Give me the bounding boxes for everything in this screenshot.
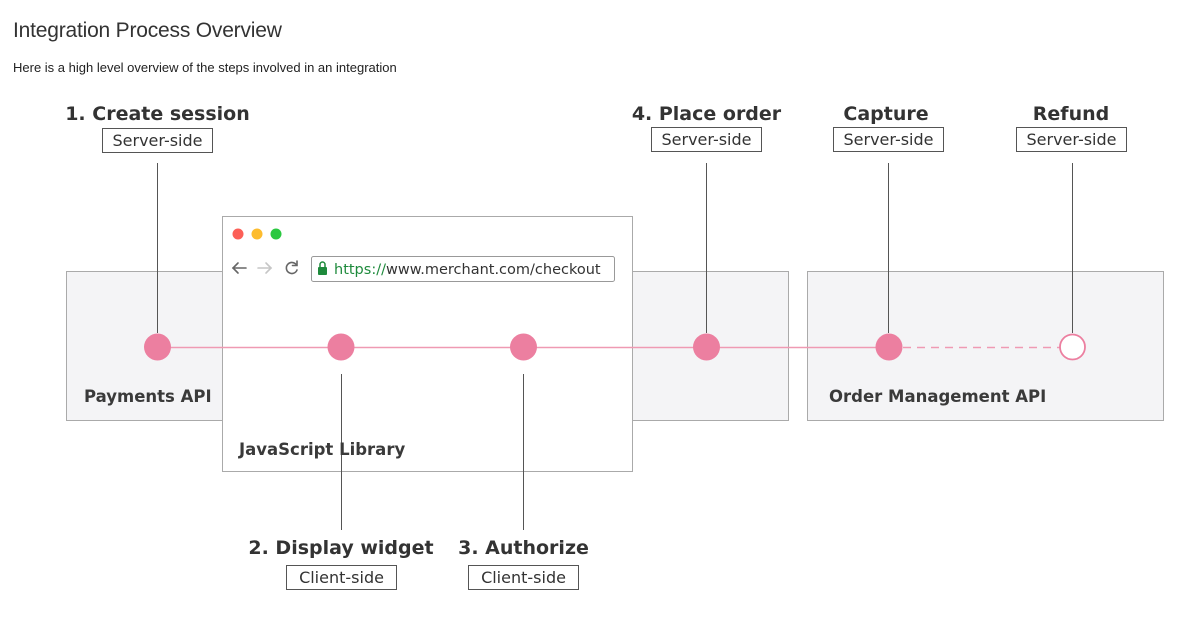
step-tag-refund: Server-side [1027, 130, 1117, 149]
window-minimize-dot [251, 228, 263, 240]
order-management-api-label: Order Management API [829, 387, 1046, 406]
step-label-create-session: 1. Create session [65, 103, 250, 125]
step-tag-display-widget: Client-side [299, 568, 384, 587]
window-close-dot [232, 228, 244, 240]
step-tag-capture: Server-side [844, 130, 934, 149]
window-maximize-dot [270, 228, 282, 240]
step-label-authorize: 3. Authorize [458, 537, 589, 559]
payments-api-label: Payments API [84, 387, 212, 406]
step-node-place-order [693, 333, 720, 361]
url-rest: www.merchant.com/checkout [386, 262, 601, 278]
step-node-display-widget [327, 333, 355, 361]
back-arrow-icon [231, 262, 247, 274]
step-node-authorize [510, 333, 537, 361]
step-label-capture: Capture [843, 103, 928, 125]
step-tag-box-create-session [102, 128, 213, 153]
step-tag-create-session: Server-side [113, 131, 203, 150]
address-bar [311, 256, 615, 282]
browser-window [222, 216, 633, 472]
lock-icon [318, 261, 327, 275]
step-label-display-widget: 2. Display widget [248, 537, 433, 559]
step-tag-box-display-widget [286, 565, 397, 590]
page-title: Integration Process Overview [13, 19, 282, 42]
step-node-create-session [144, 333, 171, 361]
step-tag-place-order: Server-side [662, 130, 752, 149]
step-connector-lines [157, 163, 1073, 530]
step-node-capture [875, 333, 903, 361]
url-scheme: https:// [334, 262, 386, 278]
step-label-place-order: 4. Place order [632, 103, 782, 125]
forward-arrow-icon [257, 262, 273, 274]
reload-icon [285, 260, 298, 275]
order-management-api-box [807, 271, 1164, 421]
step-tag-box-authorize [468, 565, 579, 590]
step-label-refund: Refund [1033, 103, 1109, 125]
page-subtitle: Here is a high level overview of the ste… [13, 60, 397, 75]
step-tag-authorize: Client-side [481, 568, 566, 587]
step-tag-box-capture [833, 127, 944, 152]
address-bar-url: https://www.merchant.com/checkout [334, 262, 601, 278]
javascript-library-label: JavaScript Library [238, 440, 405, 459]
step-node-refund [1059, 333, 1086, 361]
step-tag-box-place-order [651, 127, 762, 152]
step-tag-box-refund [1016, 127, 1127, 152]
